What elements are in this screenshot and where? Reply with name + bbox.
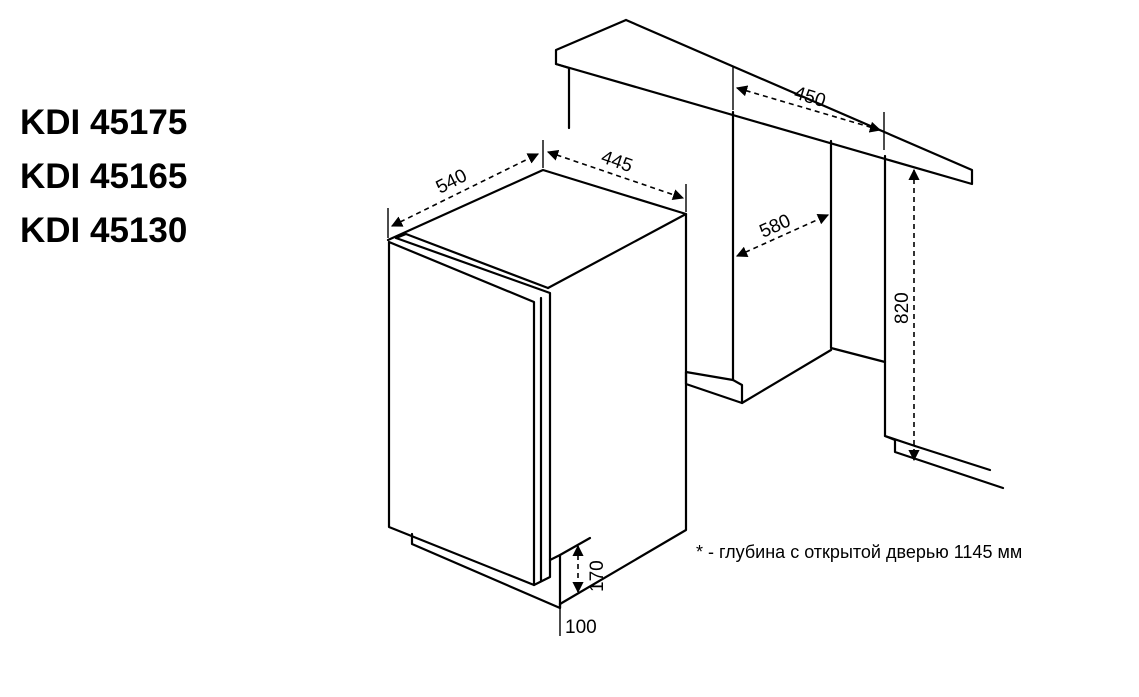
model-name: KDI 45165 xyxy=(20,157,188,196)
width-label: 445 xyxy=(598,147,635,177)
model-list: KDI 45175 KDI 45165 KDI 45130 xyxy=(20,96,187,258)
dishwasher-body xyxy=(386,168,688,610)
niche-depth-label: 580 xyxy=(756,210,794,242)
cabinet-niche xyxy=(554,18,1005,490)
model-name: KDI 45175 xyxy=(20,103,188,142)
niche-height-label: 820 xyxy=(892,292,913,324)
footnote: * - глубина с открытой дверью 1145 мм xyxy=(696,542,1023,562)
niche-width-label: 450 xyxy=(792,83,828,112)
dishwasher-dimensions xyxy=(387,140,687,636)
niche-dimensions xyxy=(732,66,920,462)
plinth-depth-label: 100 xyxy=(565,617,597,638)
plinth-height-label: 170 xyxy=(587,560,608,592)
depth-label: 540 xyxy=(433,165,471,198)
model-name: KDI 45130 xyxy=(20,211,188,250)
